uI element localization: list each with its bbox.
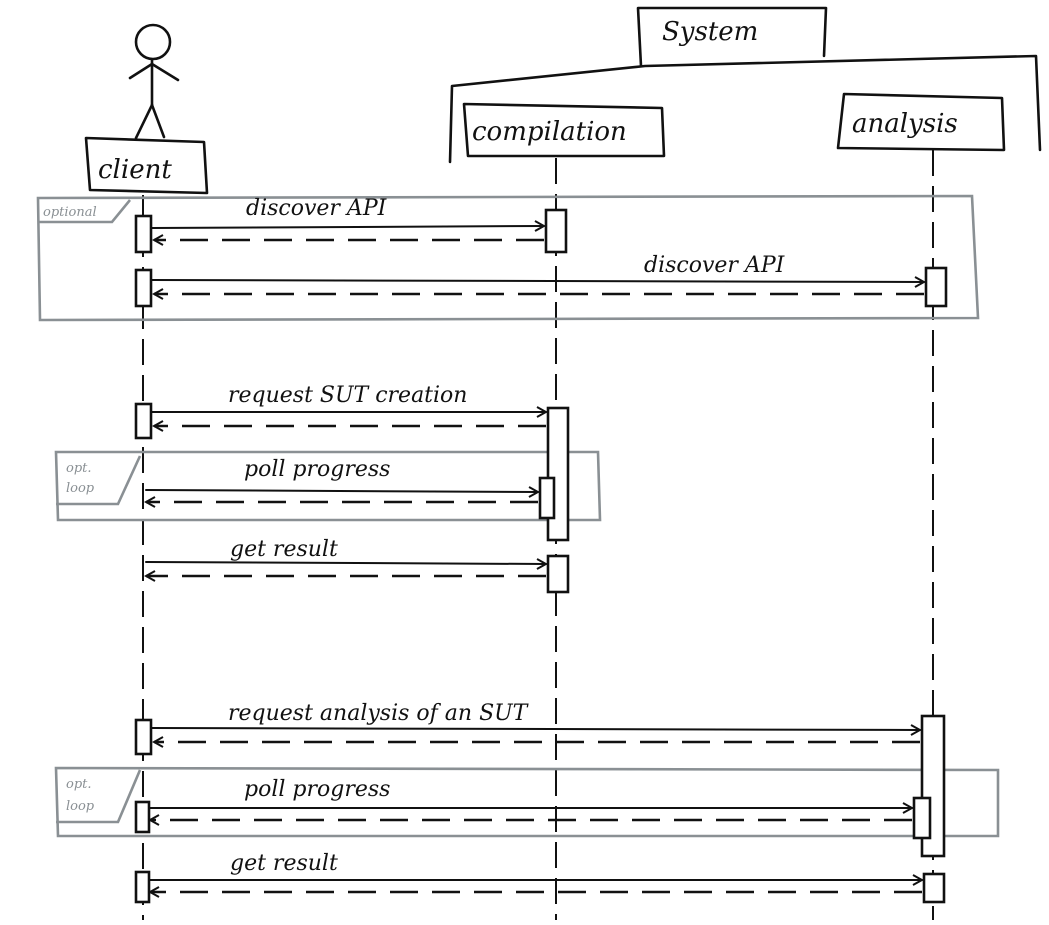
client-activation [134,800,151,834]
compilation-activation [546,554,570,594]
opt-loop-1-label-line1: opt. [66,461,92,476]
participant-client: client [84,136,209,195]
participant-compilation-label: compilation [472,117,627,147]
client-activation [134,214,153,254]
actor-icon [128,23,180,140]
opt-loop-2-label-line1: opt. [66,777,92,792]
message-arrow [151,226,544,228]
message-label: get result [230,537,338,562]
message-arrow [151,728,920,730]
message-label: poll progress [244,457,390,482]
participant-analysis: analysis [836,92,1006,152]
compilation-activation [546,406,570,542]
system-group-tab [636,6,828,68]
message-arrow [145,490,538,492]
client-activation [134,402,153,440]
analysis-activation [924,266,948,308]
client-activation [134,268,153,308]
message-label: request SUT creation [228,383,467,408]
opt-loop-fragment-1: opt. loop [54,450,602,522]
opt-loop-fragment-2: opt. loop [54,766,1000,838]
message-label: request analysis of an SUT [228,701,530,726]
message-arrow [145,562,546,564]
message-label: discover API [644,253,786,278]
client-activation [134,870,151,904]
message-label: get result [230,851,338,876]
compilation-activation [538,476,556,520]
compilation-activation [544,208,568,254]
participant-analysis-label: analysis [852,109,958,139]
optional-fragment-label: optional [43,205,97,220]
client-activation [134,718,153,756]
system-group: System [448,6,1042,164]
message-label: discover API [246,196,388,221]
participant-compilation: compilation [462,102,666,158]
message-arrow [151,280,924,282]
participant-client-label: client [98,155,172,185]
opt-loop-2-label-line2: loop [66,799,95,814]
message-label: poll progress [244,777,390,802]
analysis-activation [912,796,932,840]
analysis-activation [922,872,946,904]
system-group-label: System [662,17,758,47]
opt-loop-1-label-line2: loop [66,481,95,496]
optional-fragment: optional [36,194,980,322]
system-group-frame [448,54,1042,164]
